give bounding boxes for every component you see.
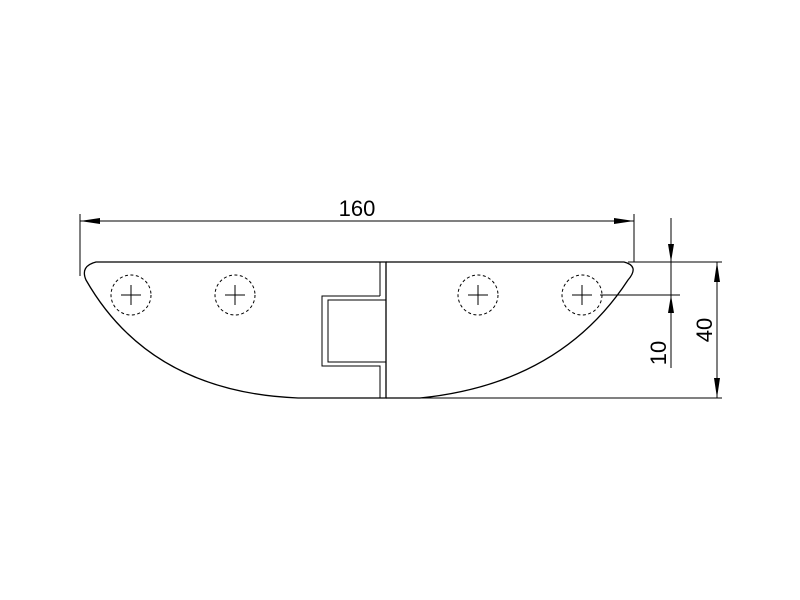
arrowhead-left [80,218,100,224]
dimension-label-height: 40 [692,318,717,342]
mounting-hole [214,274,256,316]
hinge-knuckle [321,262,387,398]
dimension-label-offset: 10 [646,341,671,365]
arrowhead-height-bottom [714,378,720,398]
mounting-hole [457,274,499,316]
hinge-body-outline [83,261,387,399]
arrowhead-offset-bottom [668,295,674,313]
mounting-holes [110,274,603,316]
arrowhead-offset-top [668,244,674,262]
hinge-outline [83,261,634,399]
dimension-height: 40 [420,262,722,399]
mounting-hole [110,274,152,316]
arrowhead-height-top [714,262,720,282]
arrowhead-right [614,218,634,224]
mounting-hole [561,274,603,316]
dimension-label-length: 160 [339,196,376,221]
hinge-right-outline [386,261,634,399]
dimension-hole-offset: 10 [600,218,722,368]
dimension-length: 160 [79,196,635,276]
